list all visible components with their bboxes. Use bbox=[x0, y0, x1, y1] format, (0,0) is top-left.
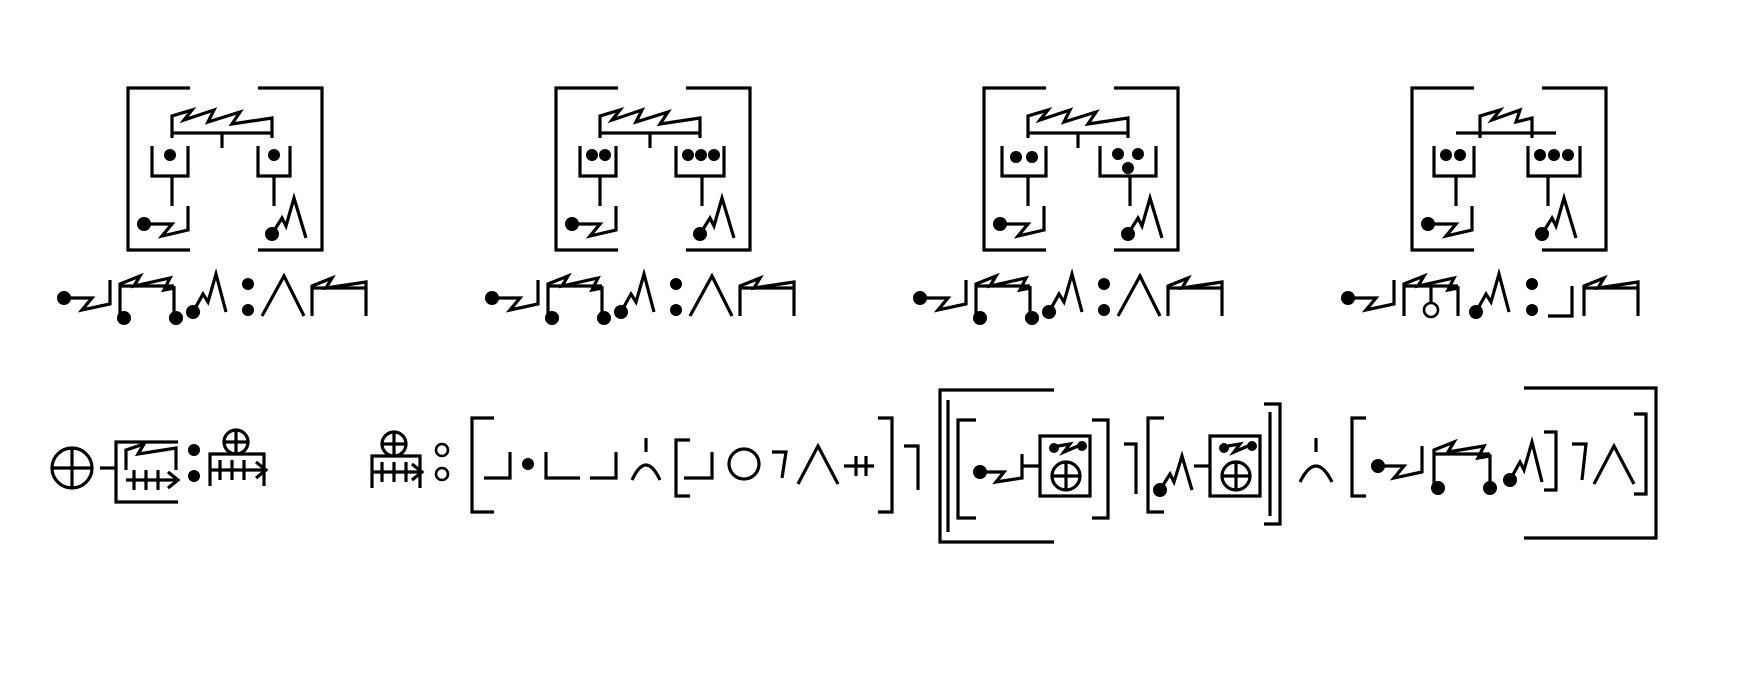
glyph-string-3 bbox=[913, 267, 1224, 325]
framed-figure-2 bbox=[554, 86, 752, 252]
framed-figure-1 bbox=[126, 86, 324, 252]
framed-figure-4 bbox=[1410, 86, 1608, 252]
framed-figure-3 bbox=[982, 86, 1180, 252]
glyph-group-right bbox=[370, 386, 1658, 544]
glyph-string-2 bbox=[485, 267, 796, 325]
glyph-string-4 bbox=[1341, 267, 1640, 319]
glyph-string-1 bbox=[57, 267, 368, 325]
glyph-group-left bbox=[50, 428, 269, 504]
